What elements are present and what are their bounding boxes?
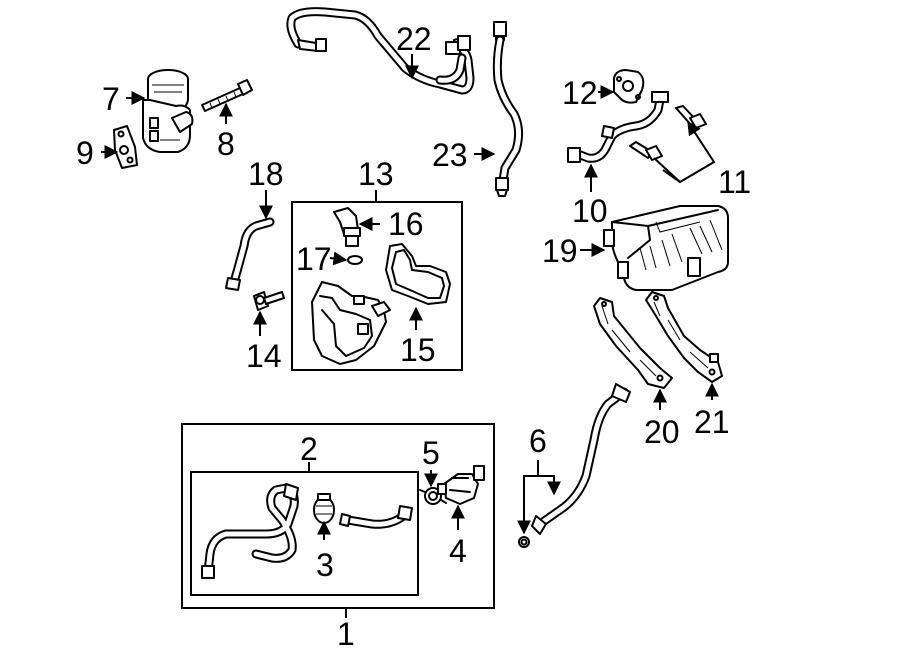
callout-20: 20 — [644, 414, 680, 450]
callout-18: 18 — [248, 156, 284, 192]
part-23-oxygen-sensor — [492, 21, 524, 197]
group-2-box — [190, 471, 419, 596]
part-8-bolt — [201, 79, 253, 112]
part-22-wiring-harness — [286, 7, 475, 95]
callout-10: 10 — [572, 193, 608, 229]
part-20-bracket — [593, 297, 673, 389]
callout-19: 19 — [542, 233, 578, 269]
part-14-bolt — [253, 291, 285, 311]
part-12-gasket — [613, 69, 645, 104]
callout-2: 2 — [300, 431, 318, 467]
part-15-gasket — [385, 243, 451, 305]
part-17-o-ring — [347, 255, 363, 265]
callout-11: 11 — [718, 164, 751, 200]
callout-labels: 1 2 3 4 5 6 7 8 9 10 11 12 13 14 15 16 1… — [76, 21, 751, 652]
part-2-hose-assembly — [201, 483, 413, 579]
callout-6: 6 — [529, 423, 547, 459]
callout-22: 22 — [396, 21, 432, 57]
callout-1: 1 — [337, 616, 355, 652]
part-4-solenoid — [437, 465, 485, 505]
part-13-separator — [311, 281, 391, 365]
part-6-hose — [518, 383, 631, 548]
part-19-vapor-canister — [603, 205, 729, 291]
callout-15: 15 — [400, 332, 436, 368]
part-5-clamp — [419, 487, 447, 505]
callout-16: 16 — [388, 206, 424, 242]
callout-13: 13 — [358, 156, 394, 192]
callout-5: 5 — [422, 435, 440, 471]
part-16-fitting — [333, 207, 361, 247]
part-18-hose — [225, 217, 275, 291]
part-10-egr-tube — [567, 91, 669, 163]
part-7-egr-valve — [142, 69, 194, 153]
callout-23: 23 — [432, 137, 468, 173]
leader-lines — [101, 54, 719, 618]
callout-8: 8 — [217, 126, 235, 162]
part-21-bracket — [645, 291, 723, 383]
callout-9: 9 — [76, 135, 94, 171]
callout-17: 17 — [296, 241, 332, 277]
callout-14: 14 — [246, 338, 282, 374]
callout-21: 21 — [694, 404, 730, 440]
part-3-valve — [313, 493, 335, 524]
callout-7: 7 — [102, 81, 120, 117]
group-1-box — [181, 423, 495, 609]
callout-4: 4 — [449, 533, 467, 569]
part-9-gasket — [113, 125, 138, 169]
callout-12: 12 — [562, 75, 598, 111]
callout-3: 3 — [316, 547, 334, 583]
